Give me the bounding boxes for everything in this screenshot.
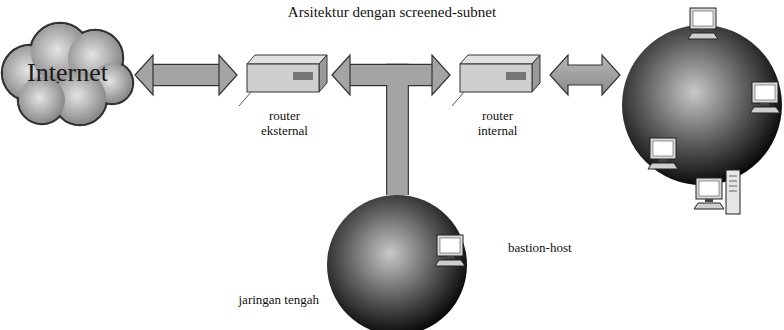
connector-heads	[135, 55, 450, 95]
router-svg	[237, 50, 332, 108]
router-node: router eksternal	[237, 50, 332, 145]
arrow-head	[332, 55, 350, 95]
block-arrow	[398, 75, 433, 195]
internal-network-sphere	[622, 25, 782, 185]
computer-icon	[694, 170, 740, 214]
router-icon	[452, 55, 540, 106]
computer-icon	[648, 138, 678, 169]
connector-outlines	[153, 75, 432, 195]
double-block-arrow	[550, 55, 620, 95]
cloud-label: Internet	[27, 58, 108, 88]
connector-outline	[153, 64, 219, 86]
network-label: jaringan tengah	[213, 292, 319, 307]
block-arrow	[153, 65, 219, 85]
sphere-outline	[325, 195, 470, 330]
router-node: router internal	[450, 50, 545, 145]
arrow-head	[219, 55, 237, 95]
router-label: router eksternal	[254, 108, 316, 138]
router-label: router internal	[467, 108, 529, 138]
computer-icon	[435, 235, 465, 266]
computer-icon	[688, 8, 718, 39]
arrow-head	[135, 55, 153, 95]
computer-icon	[750, 82, 780, 113]
router-svg	[450, 50, 545, 108]
connector-fills	[153, 75, 432, 195]
router-icon	[239, 55, 327, 106]
diagram-title: Arsitektur dengan screened-subnet	[0, 4, 784, 21]
computer-icons	[648, 8, 780, 214]
arrow-head	[432, 55, 450, 95]
connector-outline	[398, 75, 433, 195]
sphere-node: jaringan tengah	[325, 195, 470, 330]
cloud-node: Internet	[0, 18, 135, 128]
host-label: bastion-host	[508, 240, 572, 255]
